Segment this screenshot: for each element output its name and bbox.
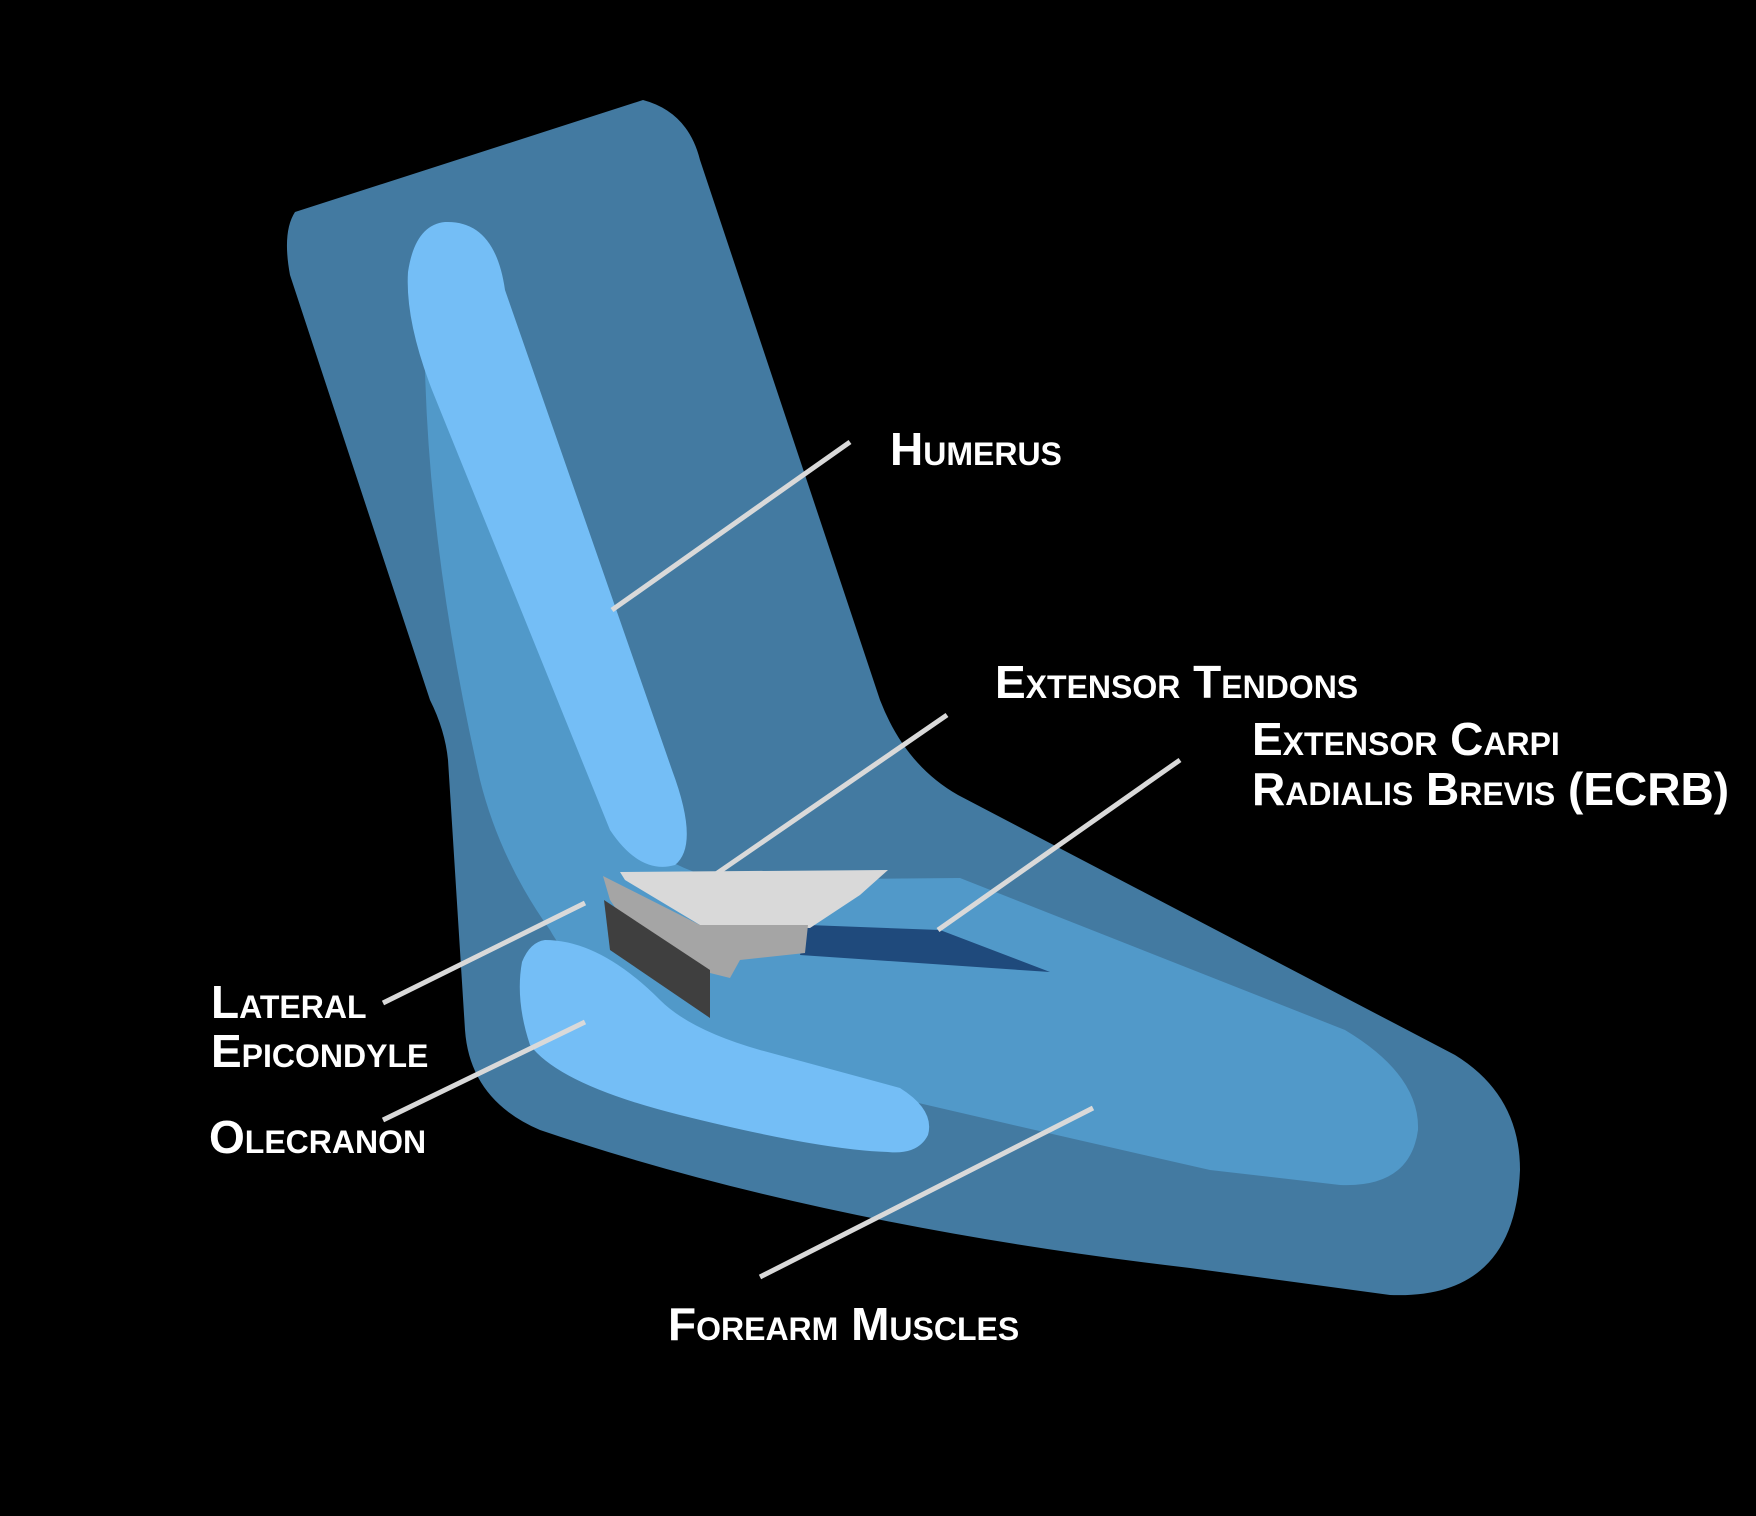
olecranon-bone — [519, 940, 930, 1153]
olecranon-label: Olecranon — [209, 1111, 426, 1163]
extensor-tendon-dark — [604, 900, 710, 1018]
lateral-epicondyle-label-line2: Epicondyle — [211, 1025, 428, 1077]
lateral-epicondyle-label-line1: Lateral — [211, 976, 367, 1028]
forearm-muscles-leader-line — [758, 1105, 1095, 1280]
humerus-leader-line — [610, 439, 852, 613]
extensor-tendons-leader-line — [714, 712, 949, 877]
humerus-label: Humerus — [890, 423, 1062, 475]
olecranon-leader-line — [381, 1019, 587, 1123]
ecrb-label-line1: Extensor Carpi — [1252, 713, 1560, 765]
ecrb-label-line2: Radialis Brevis (ECRB) — [1252, 763, 1729, 815]
forearm-muscles-label: Forearm Muscles — [668, 1298, 1019, 1350]
extensor-tendons-label: Extensor Tendons — [995, 656, 1358, 708]
extensor-tendon-light — [620, 870, 888, 928]
ecrb-leader-line — [936, 757, 1182, 933]
ecrb-tendon — [800, 925, 1050, 972]
lateral-epicondyle-leader-line — [381, 900, 587, 1006]
humerus-bone — [407, 221, 687, 867]
